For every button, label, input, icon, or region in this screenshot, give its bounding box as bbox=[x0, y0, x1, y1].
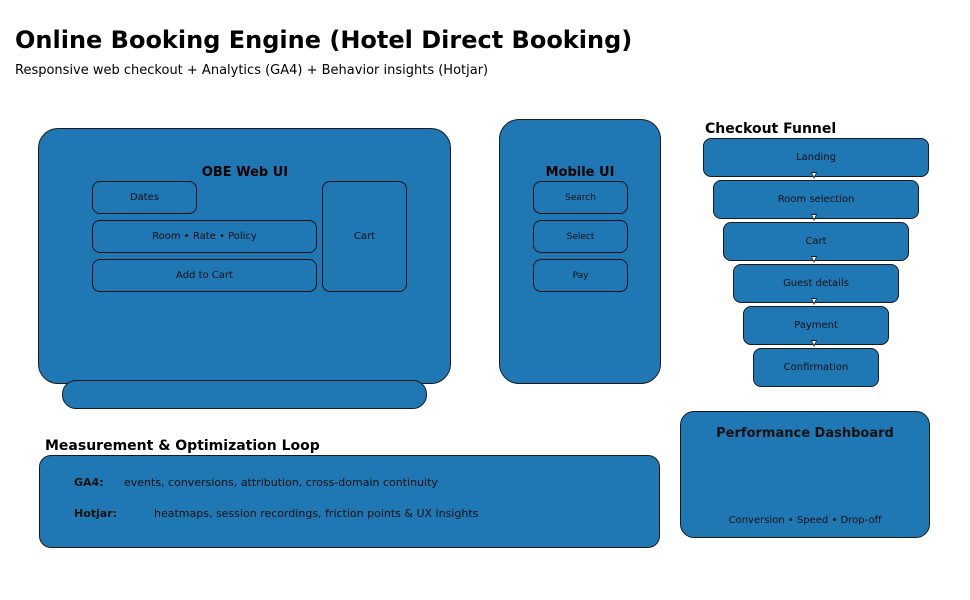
mobile-search-button[interactable]: Search bbox=[533, 181, 628, 214]
funnel-step-cart: Cart bbox=[723, 222, 909, 261]
add-to-cart-button[interactable]: Add to Cart bbox=[92, 259, 317, 292]
hotjar-label: Hotjar: bbox=[74, 507, 118, 520]
dashboard-metrics: Conversion • Speed • Drop-off bbox=[728, 515, 882, 526]
web-ui-laptop-screen bbox=[38, 128, 451, 384]
mobile-ui-title: Mobile UI bbox=[545, 165, 615, 180]
funnel-step-guest-details: Guest details bbox=[733, 264, 899, 303]
cart-panel[interactable]: Cart bbox=[322, 181, 407, 292]
funnel-step-landing: Landing bbox=[703, 138, 929, 177]
dashboard-title: Performance Dashboard bbox=[716, 426, 894, 441]
hotjar-description: heatmaps, session recordings, friction p… bbox=[154, 507, 479, 520]
funnel-arrow-icon bbox=[811, 172, 817, 179]
funnel-arrow-icon bbox=[811, 256, 817, 263]
funnel-step-confirmation: Confirmation bbox=[753, 348, 879, 387]
page-subtitle: Responsive web checkout + Analytics (GA4… bbox=[15, 63, 489, 78]
dates-field[interactable]: Dates bbox=[92, 181, 197, 214]
funnel-arrow-icon bbox=[811, 340, 817, 347]
ga4-description: events, conversions, attribution, cross-… bbox=[124, 476, 438, 489]
measurement-title: Measurement & Optimization Loop bbox=[45, 438, 320, 454]
funnel-arrow-icon bbox=[811, 214, 817, 221]
room-rate-policy-panel[interactable]: Room • Rate • Policy bbox=[92, 220, 317, 253]
mobile-select-button[interactable]: Select bbox=[533, 220, 628, 253]
ga4-label: GA4: bbox=[74, 476, 104, 489]
mobile-ui-phone bbox=[499, 119, 661, 384]
performance-dashboard bbox=[680, 411, 930, 538]
web-ui-title: OBE Web UI bbox=[201, 165, 289, 180]
measurement-panel bbox=[39, 455, 660, 548]
funnel-title: Checkout Funnel bbox=[705, 121, 837, 137]
funnel-arrow-icon bbox=[811, 298, 817, 305]
mobile-pay-button[interactable]: Pay bbox=[533, 259, 628, 292]
page-title: Online Booking Engine (Hotel Direct Book… bbox=[15, 26, 633, 54]
web-ui-laptop-base bbox=[62, 380, 427, 409]
